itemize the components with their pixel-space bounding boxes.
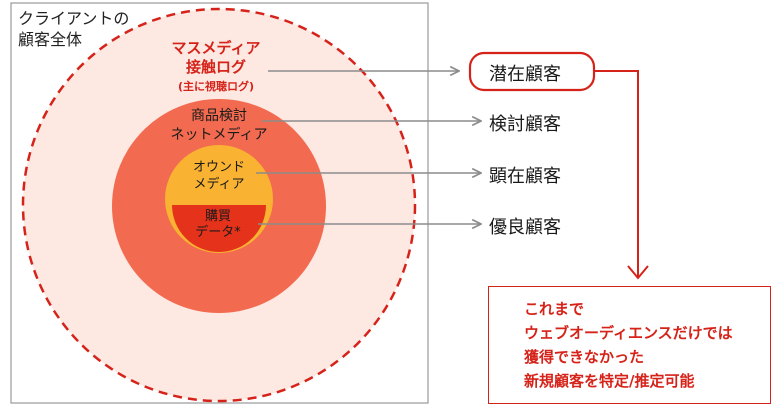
- client-all-customers-label: クライアントの 顧客全体: [18, 9, 130, 49]
- product-net-label: 商品検討 ネットメディア: [170, 108, 268, 143]
- latent-customer-label: 潜在顧客: [489, 64, 561, 85]
- apparent-customer-label: 顕在顧客: [489, 166, 561, 187]
- note-line: 獲得できなかった: [524, 348, 645, 366]
- purchase-data-label: 購買 データ*: [195, 209, 241, 240]
- red-arrowhead: [627, 265, 649, 280]
- considering-customer-label: 検討顧客: [489, 114, 561, 135]
- note-line: 新規顧客を特定/推定可能: [524, 372, 695, 390]
- loyal-customer-label: 優良顧客: [489, 217, 561, 238]
- owned-media-label: オウンド メディア: [192, 160, 246, 192]
- new-customer-note-box: これまで ウェブオーディエンスだけでは 獲得できなかった 新規顧客を特定/推定可…: [488, 286, 771, 404]
- note-line: ウェブオーディエンスだけでは: [524, 324, 733, 342]
- red-connector: [594, 70, 639, 277]
- mass-media-sublabel: (主に視聴ログ): [177, 80, 255, 93]
- mass-media-label: マスメディア 接触ログ: [171, 39, 261, 76]
- note-line: これまで: [524, 300, 585, 318]
- purchase-segment: [172, 205, 266, 252]
